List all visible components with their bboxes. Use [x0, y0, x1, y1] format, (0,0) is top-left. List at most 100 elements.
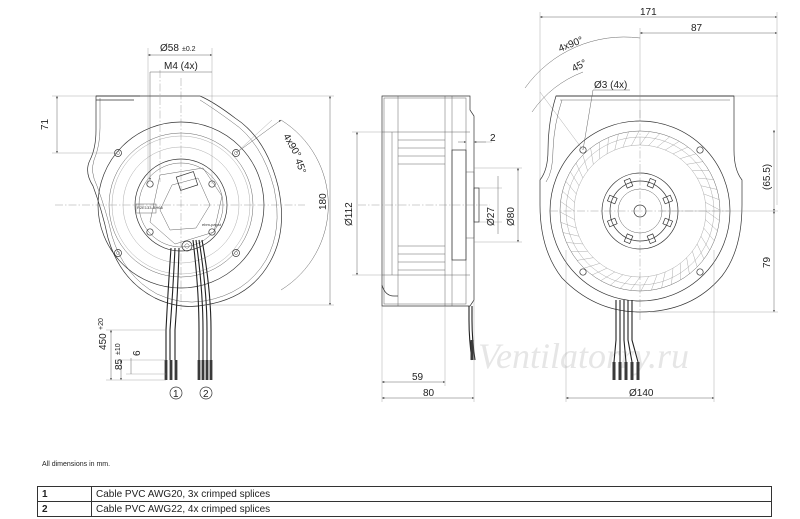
impeller-blade [570, 171, 580, 186]
dim-d27: Ø27 [486, 207, 497, 226]
impeller-blade [665, 141, 680, 151]
dim-rear-angle-45: 45° [570, 58, 589, 75]
hub-slot-icon [662, 194, 674, 205]
impeller-blade [631, 130, 640, 146]
impeller-blade [703, 193, 720, 200]
dim-l85-tolerance: ±10 [115, 343, 122, 355]
front-view: R2E133-BH66 ebm-papst [40, 43, 334, 400]
cable-2-callout: 2 [203, 389, 209, 400]
impeller-blade [692, 170, 709, 171]
legend-number: 2 [37, 501, 92, 517]
impeller-blade [565, 181, 577, 195]
watermark: Ventilatorry.ru [478, 336, 689, 376]
impeller-blade [703, 227, 715, 241]
impeller-blade [639, 131, 650, 146]
dim-h180: 180 [318, 193, 329, 210]
impeller-blade [600, 271, 615, 281]
impeller-blade [656, 136, 670, 148]
dim-d80: Ø80 [506, 207, 517, 226]
impeller-blade [680, 153, 696, 159]
impeller-blade [622, 131, 629, 148]
hub-slot-icon [606, 194, 618, 205]
impeller-blade [705, 219, 718, 231]
impeller-blade [559, 211, 575, 220]
hub-slot-icons [606, 177, 674, 245]
impeller-blade [562, 191, 575, 203]
dim-d140: Ø140 [629, 388, 654, 399]
impeller-blade [686, 257, 690, 274]
dim-m4: M4 (4x) [164, 61, 198, 72]
legend-description: Cable PVC AWG20, 3x crimped splices [91, 486, 772, 502]
impeller-blade [582, 155, 588, 171]
hub-slot-icon [623, 177, 634, 189]
impeller-blade [584, 263, 600, 269]
legend-number: 1 [37, 486, 92, 502]
impeller-blade [630, 276, 641, 291]
impeller-blade [640, 276, 649, 292]
impeller-blade [599, 142, 600, 159]
dim-d58: Ø58 [160, 43, 179, 54]
crimp-splices [164, 360, 213, 380]
impeller-blades [559, 130, 721, 292]
impeller-blade [692, 251, 698, 267]
hub-slot-icon [623, 233, 634, 245]
impeller-blade [700, 185, 718, 190]
dim-t2: 2 [490, 133, 496, 144]
dimension-note: All dimensions in mm. [42, 461, 111, 468]
impeller-blade [575, 162, 584, 179]
impeller-blade [686, 161, 703, 165]
impeller-blade [606, 137, 609, 154]
dim-l450-tolerance: +20 [98, 318, 105, 330]
dim-d112: Ø112 [344, 202, 355, 226]
impeller-blade [620, 276, 632, 289]
hub-slot-icon [646, 177, 657, 189]
impeller-blade [700, 236, 710, 251]
cable-bundle-1 [165, 247, 180, 360]
impeller-blade [591, 267, 608, 276]
brand-label-text: ebm-papst [202, 222, 222, 227]
impeller-blade [672, 146, 689, 155]
impeller-blade [560, 222, 577, 229]
impeller-blade [590, 148, 594, 165]
dim-w87: 87 [691, 23, 703, 34]
dim-h65-5: (65.5) [762, 164, 773, 190]
hub-slot-icon [606, 217, 618, 228]
impeller-blade [562, 232, 580, 237]
cable-bundle-2 [192, 239, 212, 360]
dim-w59: 59 [412, 372, 424, 383]
dim-d3: Ø3 (4x) [594, 80, 627, 91]
impeller-blade [705, 210, 720, 221]
dim-angle-45: 45° [292, 157, 308, 175]
mounting-hole-icon [114, 149, 240, 257]
impeller-blade [680, 263, 681, 280]
legend-description: Cable PVC AWG22, 4x crimped splices [91, 501, 772, 517]
dim-angle-4x90: 4x90° [280, 132, 302, 160]
dim-d58-tolerance: ±0.2 [182, 46, 196, 53]
rear-mounting-hole-icon [579, 146, 704, 276]
impeller-blade [696, 243, 705, 260]
legend-row: 1 Cable PVC AWG20, 3x crimped splices [37, 486, 772, 502]
legend-row: 2 Cable PVC AWG22, 4x crimped splices [37, 501, 772, 517]
side-view: Ø112 Ø27 Ø80 2 59 80 [344, 95, 522, 402]
dim-h71: 71 [40, 118, 51, 130]
impeller-blade [648, 133, 660, 146]
dim-rear-angle-4x90: 4x90° [557, 35, 585, 55]
hub-slot-icon [662, 217, 674, 228]
impeller-blade [661, 271, 666, 289]
impeller-blade [614, 133, 619, 151]
impeller-blade [705, 202, 721, 211]
cable-legend-table: 1 Cable PVC AWG20, 3x crimped splices 2 … [37, 486, 772, 517]
impeller-blade [651, 274, 658, 291]
impeller-blade [566, 242, 583, 245]
impeller-blade [697, 177, 714, 180]
dim-h79: 79 [762, 256, 773, 268]
dim-l85: 85 [114, 358, 125, 370]
impeller-blade [571, 251, 588, 252]
impeller-blade [671, 268, 674, 285]
impeller-blade [610, 274, 624, 286]
dim-w171: 171 [640, 7, 657, 18]
impeller-blade [560, 201, 575, 212]
dim-l450: 450 [98, 333, 109, 350]
dim-w80: 80 [423, 388, 435, 399]
